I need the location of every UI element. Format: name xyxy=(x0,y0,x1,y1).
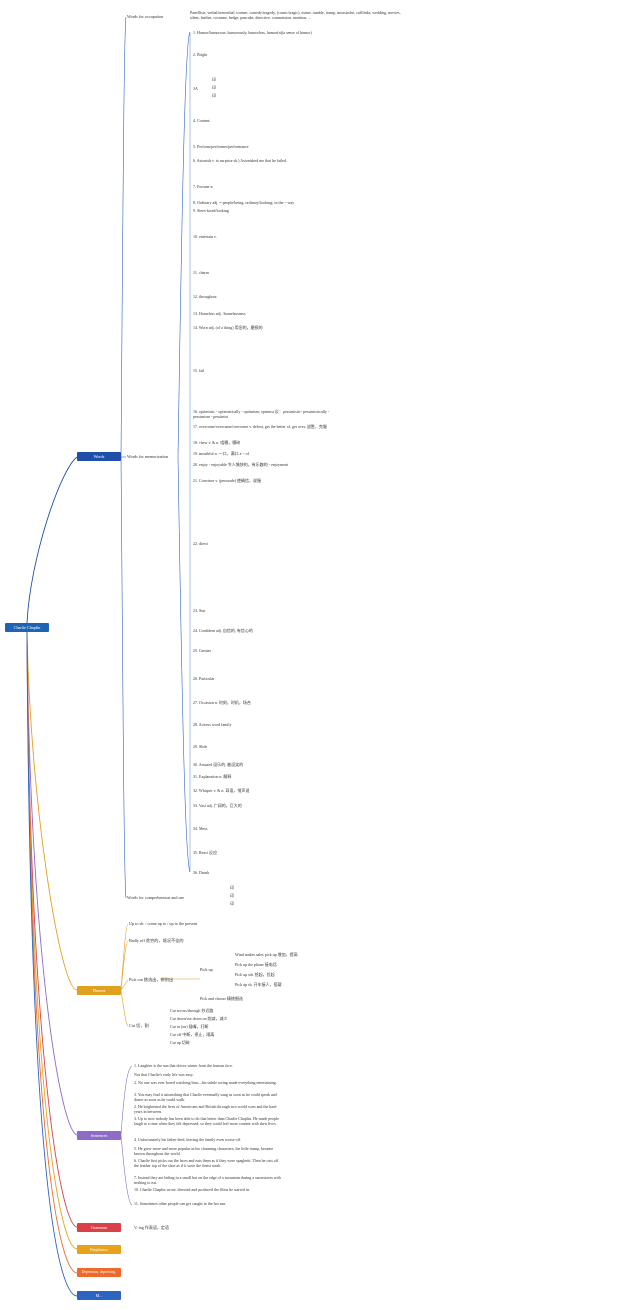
pickup-label[interactable]: Pick up xyxy=(200,967,213,972)
category-brightness[interactable]: Brightness xyxy=(77,1245,121,1254)
sentence-item: 3. Up to now nobody has been able to do … xyxy=(134,1116,279,1127)
words-occupation-text: Panellists, verbal/nonverbal, trainee, c… xyxy=(190,10,401,21)
pickup-item: Pick up sth. 拾起，捡起 xyxy=(235,972,275,977)
word-item: 29. Slide xyxy=(193,744,208,749)
category-sentences[interactable]: Sentences xyxy=(77,1131,121,1140)
category-last[interactable]: M... xyxy=(77,1291,121,1300)
category-phrases[interactable]: Phrases xyxy=(77,986,121,995)
pickup-item: Wind makes sales pick up 增加，提高 xyxy=(235,952,298,957)
sentence-item: 3. You may find it astonishing that Char… xyxy=(134,1092,277,1103)
pickup-item: Pick and choose 精挑细选 xyxy=(200,996,243,1001)
word-item: 7. Fortune n. xyxy=(193,184,214,189)
sentence-item: 5. He grew more and more popular as his … xyxy=(134,1146,274,1157)
word-item: 1. Humor/humorous; humorously, humorless… xyxy=(193,30,312,35)
phrase-item[interactable]: Pick out 挑选出，辨别出 xyxy=(129,977,174,982)
category-grammar[interactable]: Grammar xyxy=(77,1223,121,1232)
sentence-item: Not that Charlie's early life was easy. xyxy=(134,1072,194,1077)
word-item: 3A xyxy=(193,86,198,91)
connector-last xyxy=(26,631,78,1297)
root-node[interactable]: Charlie Chaplin xyxy=(5,623,49,632)
word-item: 16. optimistic - optimistically - optimi… xyxy=(193,409,330,420)
sentence-item: 11. Sometimes other people can get caugh… xyxy=(134,1201,227,1206)
pickup-item: Pick up sb. 开车接人，搭载 xyxy=(235,982,282,987)
sentence-item: 4. Unfortunately his father died, leavin… xyxy=(134,1137,242,1142)
word-item: 36. Drunk xyxy=(193,870,210,875)
sentence-item: 1. Laughter is the sun that drives winte… xyxy=(134,1063,233,1068)
word-item: 11. charm xyxy=(193,270,209,275)
sentence-item: 10. Charlie Chaplin wrote, directed and … xyxy=(134,1187,250,1192)
phrase-item[interactable]: Up to sb. / come up to / up to the prese… xyxy=(129,921,198,926)
sentence-item: 2. No one was ever bored watching him—hi… xyxy=(134,1080,277,1085)
word-item: 15. fail xyxy=(193,368,205,373)
word-item: 12. throughout xyxy=(193,294,217,299)
word-item: 4. Content xyxy=(193,118,210,123)
word-item: 8. Ordinary adj. = people/being; ordinar… xyxy=(193,200,295,205)
connector-brightness xyxy=(26,631,78,1250)
cut-item: Cut down/cut down on 削减，减少 xyxy=(170,1016,228,1021)
cut-item: Cut up 切碎 xyxy=(170,1040,190,1045)
word-item: 19. mouthful n. 一口，满口 a ~ of xyxy=(193,451,249,456)
word-item: 13. Homeless adj. /homelessness xyxy=(193,311,246,316)
sentence-item: 6. Charlie first picks out the laces and… xyxy=(134,1158,279,1169)
word-item: 9. Stern-faced/looking xyxy=(193,208,229,213)
connector-sentences xyxy=(26,631,78,1136)
phrase-item[interactable]: Badly off 贫穷的，境况不佳的 xyxy=(129,938,184,943)
word-item: 28. Actress word family xyxy=(193,722,232,727)
word-item: 2. Bright xyxy=(193,52,208,57)
word-item: 20. enjoy - enjoyable 令人愉快的，有乐趣的 - enjoy… xyxy=(193,462,288,467)
word-item: 18. chew v. & n. 咀嚼，嚼碎 xyxy=(193,440,241,445)
word-item: 31. Explanation n. 解释 xyxy=(193,774,232,779)
words-occupation-label[interactable]: Words for occupation xyxy=(127,14,164,19)
category-words[interactable]: Words xyxy=(77,452,121,461)
word-item: 34. Mess xyxy=(193,826,208,831)
word-item: 32. Whisper v. & n. 耳语，悄声说 xyxy=(193,788,250,793)
pickup-item: Pick up the phone 接电话 xyxy=(235,962,277,967)
word-item: 10. entertain v. xyxy=(193,234,217,239)
word-item: 22. direct xyxy=(193,541,209,546)
word-item: 24. Confident adj. 自信的, 有信心的 xyxy=(193,628,253,633)
cut-item: Cut across/through 抄近路 xyxy=(170,1008,214,1013)
word-item: 21. Convince v. (persuade) 使确信，说服 xyxy=(193,478,261,483)
connector-phrases xyxy=(26,631,78,991)
sentence-item: 7. Instead they are hiding in a small hu… xyxy=(134,1175,281,1186)
a-icon: 印 xyxy=(212,85,216,90)
words-comprehension-label[interactable]: Words for comprehension and use xyxy=(127,895,185,900)
word-item: 5. Perform/performer/performance xyxy=(193,144,249,149)
cut-item: Cut off 中断，停止，隔离 xyxy=(170,1032,215,1037)
word-item: 33. Vast adj. 广阔的，巨大的 xyxy=(193,803,242,808)
a-icon: 印 xyxy=(212,93,216,98)
sentence-item: 2. He brightened the lives of Americans … xyxy=(134,1104,277,1115)
word-item: 35. React 反应 xyxy=(193,850,218,855)
word-item: 26. Particular xyxy=(193,676,215,681)
d-icon: 印 xyxy=(230,885,234,890)
cut-item: Cut in (on) 插嘴，打断 xyxy=(170,1024,209,1029)
word-item: 14. Worn adj. (of a thing) 用旧的，磨损的 xyxy=(193,325,263,330)
word-item: 6. Astonish v. to surprise sb.) Astonish… xyxy=(193,158,287,163)
grammar-text: V.-ing 作表语，定语 xyxy=(134,1225,169,1230)
a-icon: 印 xyxy=(212,77,216,82)
word-item: 27. Occasion n. 时刻，时机，场合 xyxy=(193,700,251,705)
word-item: 25. Greater xyxy=(193,648,211,653)
word-item: 23. Star xyxy=(193,608,206,613)
d-icon: 印 xyxy=(230,893,234,898)
connector-grammar xyxy=(26,631,78,1228)
word-item: 17. overcome/overcame/overcome v. defeat… xyxy=(193,424,327,429)
connector-words xyxy=(26,456,78,624)
words-memorization-label[interactable]: Words for memorization xyxy=(127,454,169,459)
d-icon: 印 xyxy=(230,901,234,906)
word-item: 30. Amused 逗乐的, 被逗笑的 xyxy=(193,762,244,767)
phrase-item[interactable]: Cut 切，割 xyxy=(129,1023,149,1028)
category-depression[interactable]: Depression, depressing, depressed xyxy=(77,1268,121,1283)
